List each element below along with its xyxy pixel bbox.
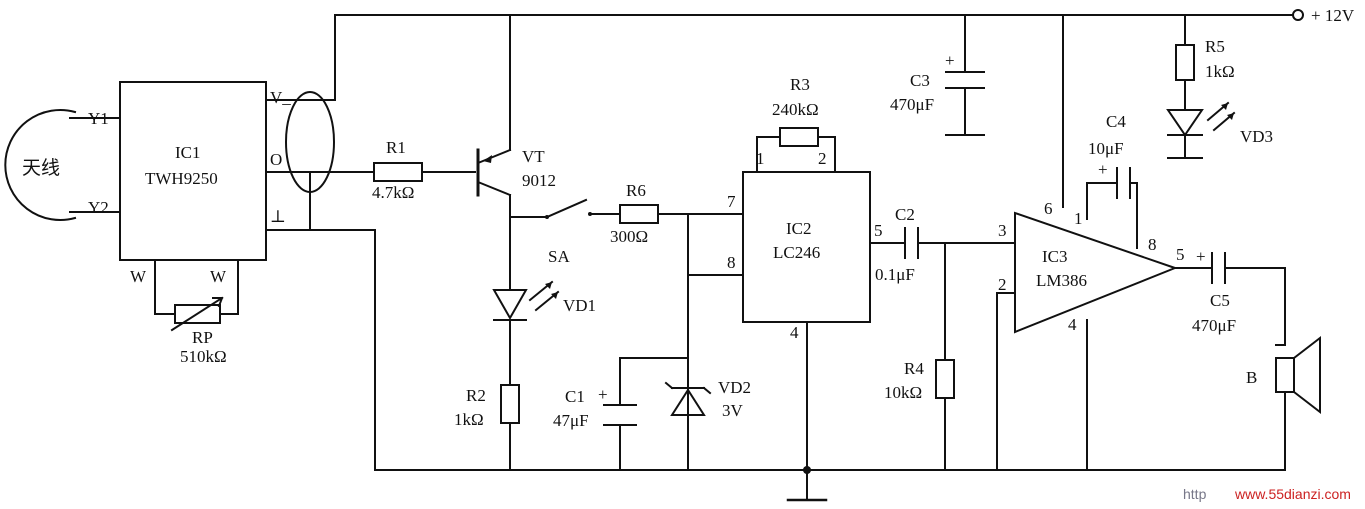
ic2-pin7: 7 xyxy=(727,192,736,211)
c4-capacitor: + C4 10μF xyxy=(1088,112,1131,199)
ic1: IC1 TWH9250 Y1 Y2 V_ O ⊥ W W xyxy=(88,81,291,286)
vd2-zener: VD2 3V xyxy=(664,378,751,420)
speaker-ref: B xyxy=(1246,368,1257,387)
ic1-pin-o: O xyxy=(270,150,282,169)
vd2-ref: VD2 xyxy=(718,378,751,397)
r1-resistor: R1 4.7kΩ xyxy=(372,138,423,202)
c2-capacitor: C2 0.1μF xyxy=(875,205,919,284)
r1-value: 4.7kΩ xyxy=(372,183,414,202)
power-label: + 12V xyxy=(1311,6,1355,25)
c3-ref: C3 xyxy=(910,71,930,90)
c3-plus: + xyxy=(945,51,955,70)
ic3-pin1: 1 xyxy=(1074,209,1083,228)
shielded-cable xyxy=(285,91,335,193)
r3-resistor: R3 240kΩ xyxy=(772,75,819,147)
ic1-ref: IC1 xyxy=(175,143,201,162)
vd3-led: VD3 xyxy=(1166,101,1273,146)
c3-value: 470μF xyxy=(890,95,934,114)
ic2-pin1: 1 xyxy=(756,149,765,168)
sa-switch: SA xyxy=(545,198,592,266)
ic3-ref: IC3 xyxy=(1042,247,1068,266)
watermark: http www.55dianzi.com xyxy=(1183,486,1351,502)
c2-ref: C2 xyxy=(895,205,915,224)
ic1-pin-v: V_ xyxy=(270,88,291,107)
r2-resistor: R2 1kΩ xyxy=(454,384,520,429)
watermark-site: www.55dianzi.com xyxy=(1234,486,1351,502)
c5-capacitor: + C5 470μF xyxy=(1192,247,1236,335)
watermark-prefix: http xyxy=(1183,486,1207,502)
ic3-pin8: 8 xyxy=(1148,235,1157,254)
vt-transistor: VT 9012 xyxy=(476,147,556,197)
rp-value: 510kΩ xyxy=(180,347,227,366)
vd2-value: 3V xyxy=(722,401,744,420)
junctions xyxy=(803,466,811,474)
c1-capacitor: + C1 47μF xyxy=(553,385,637,430)
ic3-amplifier: IC3 LM386 6 1 3 2 4 8 5 xyxy=(998,199,1185,334)
c1-value: 47μF xyxy=(553,411,589,430)
c4-plus: + xyxy=(1098,160,1108,179)
ic1-pin-w2: W xyxy=(210,267,227,286)
r2-ref: R2 xyxy=(466,386,486,405)
r6-ref: R6 xyxy=(626,181,646,200)
ic3-part: LM386 xyxy=(1036,271,1087,290)
c1-plus: + xyxy=(598,385,608,404)
ic2-ref: IC2 xyxy=(786,219,812,238)
r5-ref: R5 xyxy=(1205,37,1225,56)
ic2-pin8: 8 xyxy=(727,253,736,272)
ic1-pin-gnd: ⊥ xyxy=(270,207,286,226)
r3-value: 240kΩ xyxy=(772,100,819,119)
rp-potentiometer: RP 510kΩ xyxy=(170,296,227,366)
antenna: 天线 xyxy=(4,109,77,221)
r2-value: 1kΩ xyxy=(454,410,484,429)
r4-resistor: R4 10kΩ xyxy=(884,359,955,402)
ic1-part: TWH9250 xyxy=(145,169,218,188)
c3-capacitor: + C3 470μF xyxy=(890,51,985,114)
c5-plus: + xyxy=(1196,247,1206,266)
vd1-led: VD1 xyxy=(492,280,596,321)
ic1-pin-y2: Y2 xyxy=(88,198,109,217)
c4-value: 10μF xyxy=(1088,139,1124,158)
vt-ref: VT xyxy=(522,147,545,166)
c5-ref: C5 xyxy=(1210,291,1230,310)
vd1-ref: VD1 xyxy=(563,296,596,315)
ic2-pin2: 2 xyxy=(818,149,827,168)
ic3-pin6: 6 xyxy=(1044,199,1053,218)
ic1-pin-y1: Y1 xyxy=(88,109,109,128)
sa-ref: SA xyxy=(548,247,570,266)
r4-value: 10kΩ xyxy=(884,383,922,402)
vd3-ref: VD3 xyxy=(1240,127,1273,146)
speaker: B xyxy=(1246,335,1321,415)
c4-ref: C4 xyxy=(1106,112,1126,131)
antenna-label: 天线 xyxy=(22,157,60,179)
ic2-pin4: 4 xyxy=(790,323,799,342)
r4-ref: R4 xyxy=(904,359,924,378)
ic1-pin-w1: W xyxy=(130,267,147,286)
r6-value: 300Ω xyxy=(610,227,648,246)
r5-value: 1kΩ xyxy=(1205,62,1235,81)
vt-part: 9012 xyxy=(522,171,556,190)
rp-ref: RP xyxy=(192,328,213,347)
ic3-pin3: 3 xyxy=(998,221,1007,240)
c1-ref: C1 xyxy=(565,387,585,406)
r3-ref: R3 xyxy=(790,75,810,94)
r1-ref: R1 xyxy=(386,138,406,157)
ic2: IC2 LC246 1 2 7 8 5 4 xyxy=(727,149,883,342)
ic3-pin4: 4 xyxy=(1068,315,1077,334)
c2-value: 0.1μF xyxy=(875,265,915,284)
c5-value: 470μF xyxy=(1192,316,1236,335)
ic3-pin5: 5 xyxy=(1176,245,1185,264)
ic3-pin2: 2 xyxy=(998,275,1007,294)
r6-resistor: R6 300Ω xyxy=(610,181,659,246)
r5-resistor: R5 1kΩ xyxy=(1175,37,1235,81)
ic2-pin5: 5 xyxy=(874,221,883,240)
power-terminal: + 12V xyxy=(1292,6,1355,25)
wires xyxy=(69,14,1293,502)
ic2-part: LC246 xyxy=(773,243,820,262)
